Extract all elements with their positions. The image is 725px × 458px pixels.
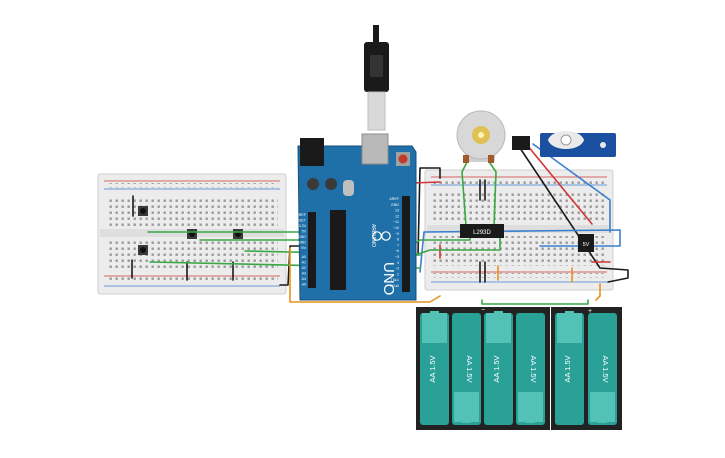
header-pin-label: 7 — [397, 243, 399, 247]
battery-cell-6[interactable]: AA 1.5V — [588, 313, 617, 425]
analog-pin-label: A3 — [302, 272, 306, 276]
header-pin-label: 4 — [397, 261, 399, 265]
battery-cell-label: AA 1.5V — [465, 355, 474, 382]
battery-cell-2[interactable]: AA 1.5V — [452, 313, 481, 425]
analog-pin-label: A4 — [302, 277, 306, 281]
battery-cell-3[interactable]: AA 1.5V — [484, 311, 513, 425]
battery-cell-label: AA 1.5V — [563, 355, 572, 382]
pushbutton-4[interactable] — [138, 245, 148, 255]
power-pin-label: 5V — [302, 230, 307, 234]
header-pin-label: 13 — [395, 209, 399, 213]
voltage-regulator[interactable]: 5V — [578, 234, 594, 252]
wire-green-9 — [481, 299, 589, 305]
header-pin-label: ~11 — [393, 220, 399, 224]
header-pin-label: ~3 — [395, 267, 399, 271]
header-pin-label: 2 — [397, 272, 399, 276]
wire-green-7 — [461, 159, 469, 227]
analog-pin-label: A2 — [302, 266, 306, 270]
breadboard-right[interactable] — [424, 169, 614, 291]
analog-pin-label: A1 — [302, 261, 306, 265]
header-pin-label: 12 — [395, 214, 399, 218]
dc-motor[interactable] — [456, 110, 506, 163]
battery-cell-1[interactable]: AA 1.5V — [420, 311, 449, 425]
battery-cell-label: AA 1.5V — [529, 355, 538, 382]
battery-cells: AA 1.5V AA 1.5V AA 1.5V AA 1.5V AA 1.5V AA 1.… — [420, 311, 617, 425]
header-pin-label: ~5 — [395, 255, 399, 259]
power-pin-label: Vin — [301, 246, 306, 250]
arduino-model-label: UNO — [380, 262, 397, 295]
power-pin-label: 3.3V — [299, 224, 307, 228]
wire-orange-1 — [289, 247, 441, 303]
wire-black-7 — [519, 147, 629, 283]
battery-cell-5[interactable]: AA 1.5V — [555, 311, 584, 425]
wire-orange-2 — [595, 283, 601, 301]
battery-cell-label: AA 1.5V — [492, 355, 501, 382]
wire-red-2 — [526, 144, 593, 225]
pushbutton-1[interactable] — [138, 206, 148, 216]
micro-servo[interactable] — [512, 131, 616, 157]
power-pin-label: GND — [298, 235, 306, 239]
l293d-driver-ic[interactable]: L293D — [460, 224, 504, 238]
wire-blue-1 — [532, 143, 611, 233]
header-pin-label: ~9 — [395, 232, 399, 236]
header-pin-label: AREF — [389, 197, 399, 201]
l293d-label: L293D — [473, 230, 491, 236]
header-pin-label: ~10 — [393, 226, 399, 230]
header-pin-label: ~6 — [395, 249, 399, 253]
pushbutton-3[interactable] — [233, 229, 243, 239]
power-pin-label: RESET — [294, 219, 307, 223]
header-pin-label: RX◂0 — [390, 284, 399, 288]
power-pin-label: GND — [298, 241, 306, 245]
battery-cell-4[interactable]: AA 1.5V — [516, 313, 545, 425]
battery-minus-terminal: − — [481, 307, 485, 314]
header-pin-label: TX▸1 — [391, 278, 399, 282]
battery-cell-label: AA 1.5V — [601, 355, 610, 382]
analog-pin-label: A0 — [302, 255, 306, 259]
header-pin-label: 8 — [397, 238, 399, 242]
battery-cell-label: AA 1.5V — [428, 355, 437, 382]
header-pin-label: GND — [391, 203, 399, 207]
wire-black-6 — [417, 167, 441, 256]
usb-cable — [373, 25, 379, 45]
battery-plus-terminal: + — [588, 308, 592, 315]
pushbutton-2[interactable] — [187, 229, 197, 239]
wire-green-8 — [487, 159, 497, 227]
analog-pin-label: A5 — [302, 283, 306, 287]
regulator-label: 5V — [583, 242, 590, 248]
power-pin-label: IOREF — [295, 213, 307, 217]
wire-green-6 — [411, 233, 501, 257]
